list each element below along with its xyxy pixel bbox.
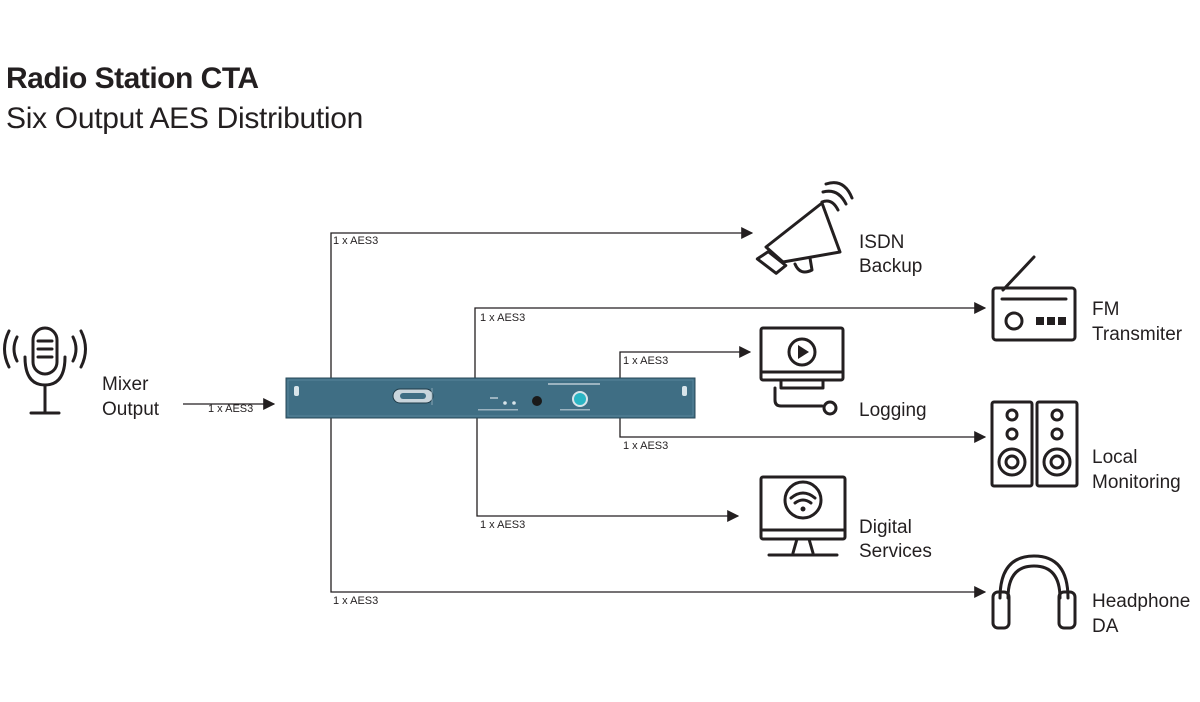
connector-local <box>619 418 987 443</box>
local-label-1: Local <box>1092 447 1137 468</box>
connector-headphone <box>330 418 987 598</box>
mixer-output-label-2: Output <box>102 399 160 420</box>
connections <box>183 227 987 598</box>
headphones-icon <box>991 554 1077 630</box>
isdn-label-2: Backup <box>859 256 922 277</box>
connector-fm <box>474 302 987 378</box>
link-label-fm: 1 x AES3 <box>480 312 525 324</box>
connector-isdn <box>330 227 754 378</box>
fm-label-1: FM <box>1092 299 1119 320</box>
headphone-label-2: DA <box>1092 616 1119 637</box>
digital-label-2: Services <box>859 541 932 562</box>
digital-label-1: Digital <box>859 517 912 538</box>
wifi-monitor-icon <box>759 475 847 557</box>
microphone-icon <box>3 326 87 415</box>
link-label-isdn: 1 x AES3 <box>333 235 378 247</box>
isdn-label-1: ISDN <box>859 232 904 253</box>
fm-label-2: Transmiter <box>1092 324 1183 345</box>
mixer-output-label-1: Mixer <box>102 374 149 395</box>
link-label-local: 1 x AES3 <box>623 440 668 452</box>
headphone-label-1: Headphone <box>1092 591 1190 612</box>
radio-icon <box>991 255 1077 342</box>
local-label-2: Monitoring <box>1092 472 1181 493</box>
link-label-source: 1 x AES3 <box>208 403 253 415</box>
diagram-subtitle: Six Output AES Distribution <box>6 102 364 135</box>
diagram-title: Radio Station CTA <box>6 62 259 95</box>
logging-label: Logging <box>859 400 927 421</box>
rack-device <box>285 377 696 419</box>
connector-logging <box>619 346 752 378</box>
link-label-headphone: 1 x AES3 <box>333 595 378 607</box>
link-label-digital: 1 x AES3 <box>480 519 525 531</box>
connector-digital <box>476 418 740 522</box>
video-monitor-icon <box>759 326 845 416</box>
link-label-logging: 1 x AES3 <box>623 355 668 367</box>
speakers-icon <box>990 400 1079 488</box>
megaphone-icon <box>755 181 854 275</box>
